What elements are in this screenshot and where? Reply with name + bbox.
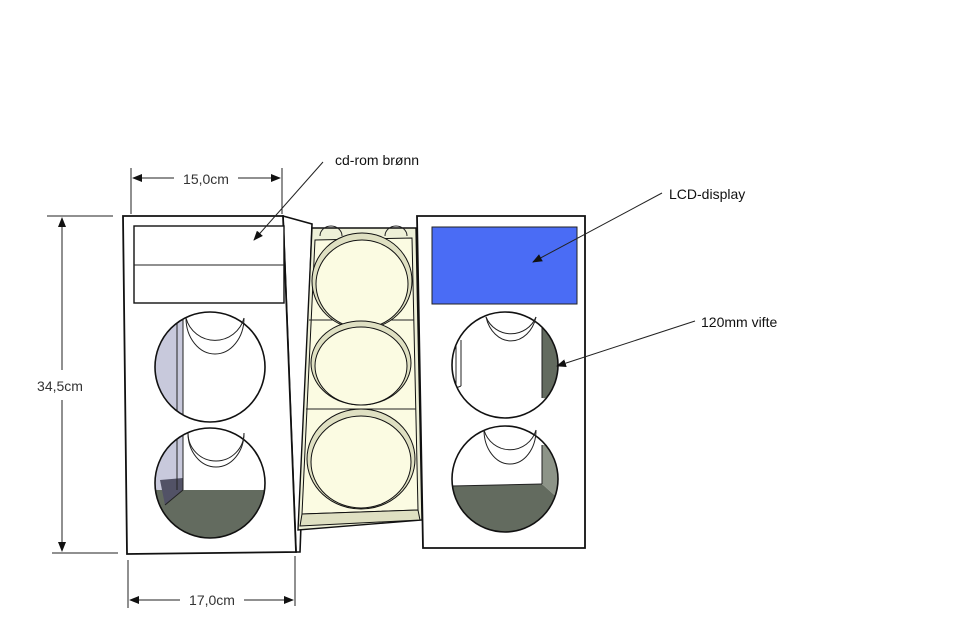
right-fan-lower-hole [451, 425, 559, 533]
center-hole-2 [310, 320, 412, 406]
right-fan-upper [451, 311, 559, 419]
annotation-fan-label: 120mm vifte [701, 314, 777, 330]
center-hole-1 [311, 232, 413, 330]
annotation-cdrom: cd-rom brønn [253, 152, 419, 241]
left-cabinet [122, 214, 313, 555]
dimension-bottom-label: 17,0cm [189, 592, 235, 608]
annotation-lcd-label: LCD-display [669, 186, 745, 202]
center-hole-3 [306, 408, 416, 510]
left-fan-lower-hole [154, 427, 266, 539]
dimension-height: 34,5cm [37, 215, 118, 554]
annotation-cdrom-label: cd-rom brønn [335, 152, 419, 168]
dimension-top: 15,0cm [130, 168, 283, 214]
lcd-display-panel [431, 226, 578, 305]
dimension-top-label: 15,0cm [183, 171, 229, 187]
dimension-height-label: 34,5cm [37, 378, 83, 394]
dimension-bottom: 17,0cm [127, 556, 296, 608]
left-fan-upper-hole [154, 311, 266, 423]
annotation-fan: 120mm vifte [556, 314, 777, 368]
center-section [297, 225, 423, 531]
annotation-lcd: LCD-display [532, 186, 745, 263]
right-cabinet [416, 215, 586, 549]
